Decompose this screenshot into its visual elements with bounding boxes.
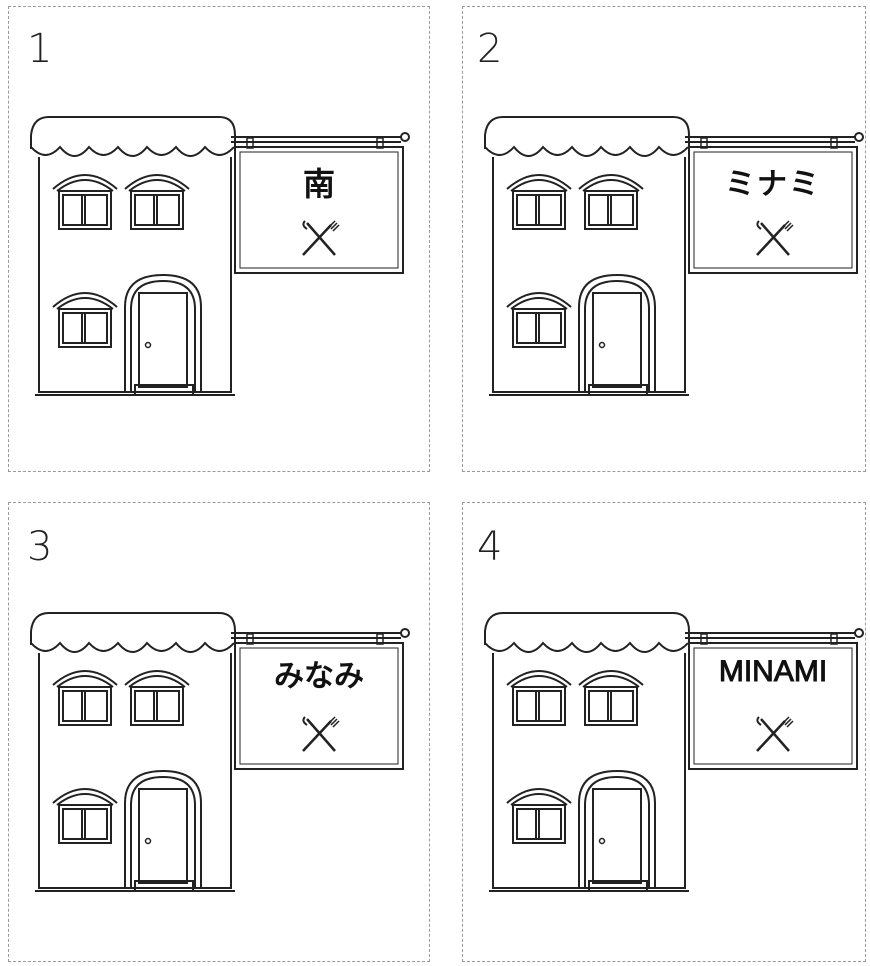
signboard [234, 146, 404, 274]
window [578, 174, 644, 230]
window [52, 174, 118, 230]
door [578, 769, 656, 892]
building-wall [492, 157, 686, 393]
panel-number: 3 [27, 524, 53, 570]
window [52, 292, 118, 348]
signboard [688, 642, 858, 770]
window [506, 670, 572, 726]
panel-number: 1 [27, 26, 53, 72]
roof-scallop [30, 641, 235, 653]
door [124, 273, 202, 396]
building-wall [38, 157, 232, 393]
roof-awning [30, 116, 236, 147]
restaurant-illustration [30, 116, 410, 396]
window [124, 174, 190, 230]
window [52, 670, 118, 726]
door-knob [144, 837, 152, 845]
sign-text: 南 [302, 165, 335, 203]
roof-scallop [30, 145, 235, 157]
sign-text: みなみ [274, 659, 364, 694]
door-step [134, 880, 194, 892]
signboard [234, 642, 404, 770]
roof-awning [484, 116, 690, 147]
sign-text: MINAMI [718, 655, 828, 689]
window [506, 174, 572, 230]
door [124, 769, 202, 892]
sign-pole [685, 132, 864, 149]
roof-scallop [484, 145, 689, 157]
sign-text: ミナミ [725, 167, 821, 202]
panel-3: 3 みなみ [8, 502, 430, 962]
panel-number: 2 [477, 26, 503, 72]
window [578, 670, 644, 726]
door-knob [598, 341, 606, 349]
fork-and-knife-icon [302, 716, 340, 752]
roof-awning [484, 612, 690, 643]
door-step [134, 384, 194, 396]
sign-pole [231, 132, 410, 149]
window [506, 292, 572, 348]
fork-and-knife-icon [302, 220, 340, 256]
window [52, 788, 118, 844]
restaurant-illustration [30, 612, 410, 892]
door-step [588, 384, 648, 396]
fork-and-knife-icon [756, 716, 794, 752]
panel-number: 4 [477, 524, 503, 570]
restaurant-illustration [484, 612, 864, 892]
sign-pole [685, 628, 864, 645]
building-wall [38, 653, 232, 889]
roof-scallop [484, 641, 689, 653]
panel-1: 1 南 [8, 6, 430, 472]
window [124, 670, 190, 726]
building-wall [492, 653, 686, 889]
restaurant-illustration [484, 116, 864, 396]
signboard [688, 146, 858, 274]
door-knob [598, 837, 606, 845]
window [506, 788, 572, 844]
panel-2: 2 ミナミ [462, 6, 866, 472]
sign-pole [231, 628, 410, 645]
panel-4: 4 MINAMI [462, 502, 866, 962]
roof-awning [30, 612, 236, 643]
door [578, 273, 656, 396]
door-knob [144, 341, 152, 349]
fork-and-knife-icon [756, 220, 794, 256]
door-step [588, 880, 648, 892]
